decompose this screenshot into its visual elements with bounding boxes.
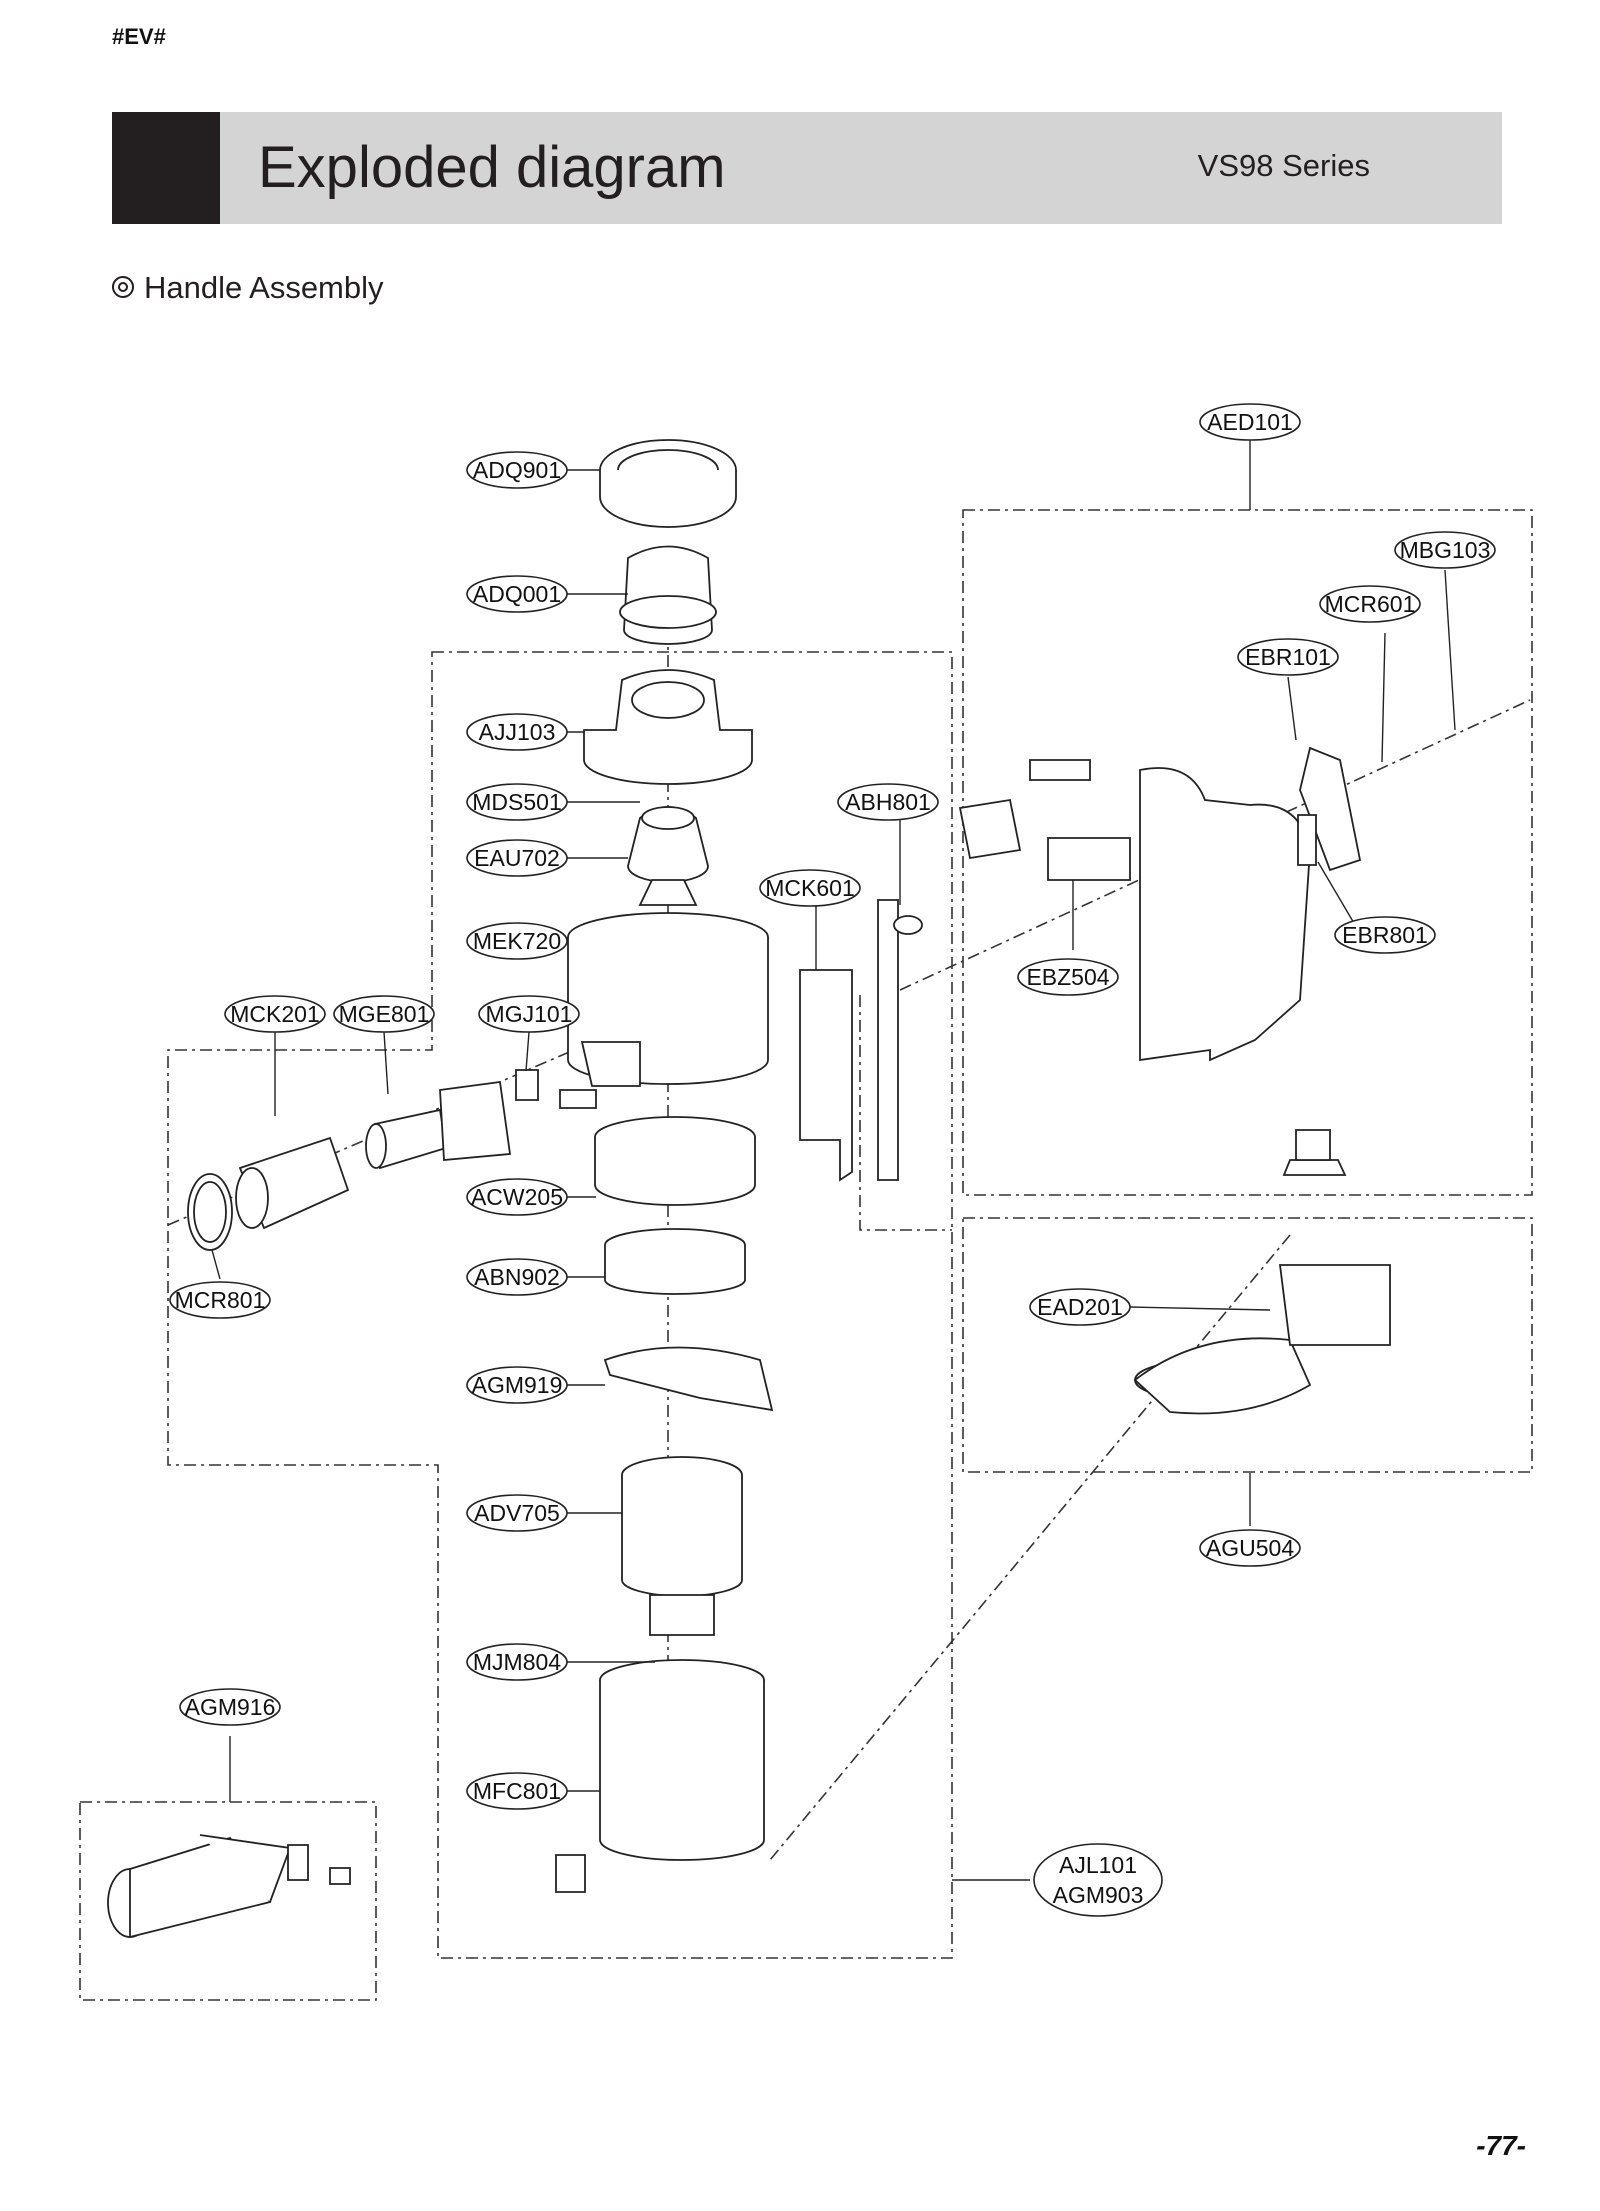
nozzle-cone-part <box>235 1136 350 1230</box>
callout-bubble-ead201 <box>1029 1288 1131 1326</box>
callout-mcr801: MCR801 <box>175 1287 266 1313</box>
callout-ajj103: AJJ103 <box>479 719 556 745</box>
handle-axis-line <box>899 699 1531 991</box>
callout-bubble-aed101 <box>1199 403 1301 441</box>
bottom-axis-line <box>769 1234 1291 1861</box>
callout-ebr801: EBR801 <box>1342 922 1428 948</box>
accessory-nozzle-part <box>107 1834 351 1939</box>
callout-eau702: EAU702 <box>474 845 560 871</box>
callout-mfc801: MFC801 <box>473 1778 561 1804</box>
callout-mbg103: MBG103 <box>1400 537 1491 563</box>
nozzle-ring-part <box>187 1173 233 1251</box>
main-assembly-dashed-boundary <box>167 651 953 1959</box>
callout-bubble-adq901 <box>466 451 568 489</box>
callout-bubble-ajj103 <box>466 713 568 751</box>
callout-mek720: MEK720 <box>473 928 561 954</box>
link-line <box>859 995 952 1231</box>
callout-agm916: AGM916 <box>185 1694 276 1720</box>
callout-bubble-mck201 <box>224 995 326 1033</box>
callout-bubble-agm919 <box>466 1366 568 1404</box>
callout-acw205: ACW205 <box>471 1184 563 1210</box>
callout-bubble-mfc801 <box>466 1772 568 1810</box>
callout-bubble-abh801 <box>837 783 939 821</box>
double-circle-bullet-icon <box>112 275 134 298</box>
mesh-filter-part <box>604 1228 746 1295</box>
callout-ebr101: EBR101 <box>1245 644 1331 670</box>
callout-aed101: AED101 <box>1207 409 1293 435</box>
filter-body-part <box>619 545 717 645</box>
section-heading-text: Handle Assembly <box>144 270 384 305</box>
motor-housing-part <box>567 912 769 1087</box>
dust-ring-part <box>594 1116 756 1206</box>
callout-bubble-mcr801 <box>169 1281 271 1319</box>
callout-bubble-ebr101 <box>1237 638 1339 676</box>
callout-bubble-ebr801 <box>1334 916 1436 954</box>
callout-bubble-eau702 <box>466 839 568 877</box>
callout-abn902: ABN902 <box>474 1264 560 1290</box>
callout-bubble-mds501 <box>466 783 568 821</box>
banner-accent-block <box>112 112 220 224</box>
pcb-board-part <box>958 759 1131 881</box>
callout-ead201: EAD201 <box>1037 1294 1123 1320</box>
switch-part <box>1297 814 1317 866</box>
callout-mck201: MCK201 <box>230 1001 319 1027</box>
dust-bin-part <box>555 1659 765 1893</box>
callout-bubble-mgj101 <box>478 995 580 1033</box>
callout-abh801: ABH801 <box>845 789 931 815</box>
callout-bubble-ajl101-agm903 <box>1033 1843 1163 1917</box>
bottom-cover-dashed-boundary <box>962 1217 1533 1473</box>
callout-adv705: ADV705 <box>474 1500 560 1526</box>
dust-bin-cyclone-part <box>621 1456 743 1636</box>
callout-adq901: ADQ901 <box>473 457 561 483</box>
callout-bubble-agu504 <box>1199 1529 1301 1567</box>
callout-mgj101: MGJ101 <box>486 1001 573 1027</box>
page-number: -77- <box>1476 2130 1526 2161</box>
callout-bubble-mjm804 <box>466 1643 568 1681</box>
callout-mcr601: MCR601 <box>1325 591 1416 617</box>
callout-mge801: MGE801 <box>339 1001 430 1027</box>
callout-bubble-adv705 <box>466 1494 568 1532</box>
handle-grip-part <box>1299 746 1362 872</box>
handle-assembly-dashed-boundary <box>962 509 1533 1196</box>
motor-part <box>627 806 709 906</box>
callout-mck601: MCK601 <box>765 875 854 901</box>
agm916-dashed-boundary <box>79 1801 377 2001</box>
callout-ebz504: EBZ504 <box>1026 964 1109 990</box>
callout-bubble-abn902 <box>466 1258 568 1296</box>
section-heading: Handle Assembly <box>112 270 384 306</box>
callout-bubble-mek720 <box>466 922 568 960</box>
handle-shell-part <box>1139 767 1311 1062</box>
document-code: #EV# <box>112 24 166 49</box>
callout-mjm804: MJM804 <box>473 1649 561 1675</box>
callout-bubble-ebz504 <box>1017 958 1119 996</box>
title-banner: Exploded diagram VS98 Series <box>112 112 1502 224</box>
callout-mds501: MDS501 <box>472 789 561 815</box>
rod-part <box>877 899 923 1181</box>
small-clip-part <box>515 1069 597 1109</box>
series-label: VS98 Series <box>1197 148 1370 183</box>
filter-guard-part <box>603 1346 774 1412</box>
callout-bubble-acw205 <box>466 1178 568 1216</box>
callout-agm903: AGM903 <box>1053 1882 1144 1908</box>
callout-adq001: ADQ001 <box>473 581 561 607</box>
filter-cap-part <box>599 439 737 528</box>
callout-bubble-mbg103 <box>1394 531 1496 569</box>
duct-part <box>365 1080 512 1170</box>
callout-ajl101: AJL101 <box>1059 1852 1137 1878</box>
callout-agu504: AGU504 <box>1206 1535 1294 1561</box>
callout-bubble-mge801 <box>333 995 435 1033</box>
cyclone-housing-part <box>583 669 753 785</box>
bottom-cover-part <box>1133 1264 1391 1415</box>
callout-agm919: AGM919 <box>472 1372 563 1398</box>
battery-latch-part <box>1282 1129 1347 1176</box>
callout-bubble-agm916 <box>179 1688 281 1726</box>
callout-bubble-mck601 <box>759 869 861 907</box>
callout-bubble-adq001 <box>466 575 568 613</box>
page-title: Exploded diagram <box>258 135 726 200</box>
handle-mount-bracket-part <box>799 969 853 1182</box>
callout-bubble-mcr601 <box>1319 585 1421 623</box>
